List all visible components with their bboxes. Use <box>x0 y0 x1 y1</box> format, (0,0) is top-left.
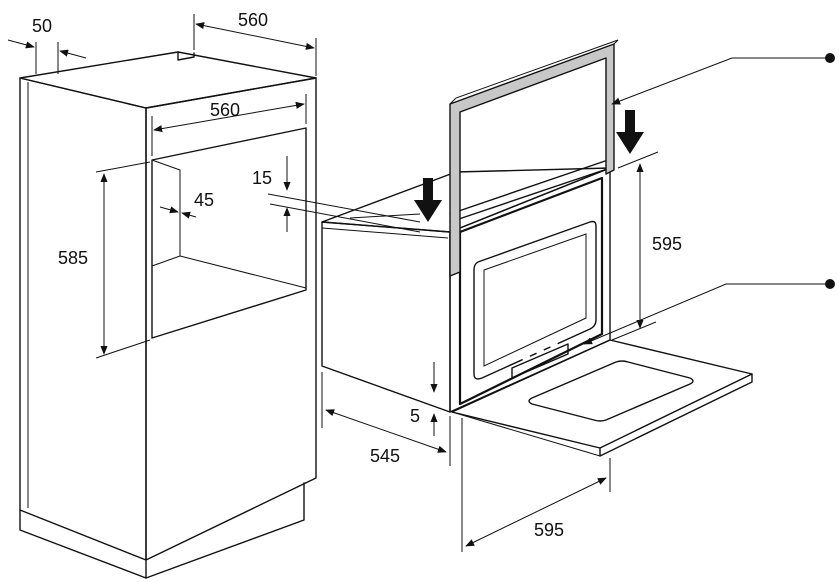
dim-top-gap: 15 <box>252 168 272 188</box>
dim-niche-height: 585 <box>58 248 88 268</box>
insertion-arrows <box>414 110 644 222</box>
dim-oven-front-height: 595 <box>652 234 682 254</box>
dimension-labels: 50 560 560 585 45 15 595 545 5 595 <box>32 10 682 540</box>
callout-dot-top <box>825 53 835 63</box>
oven-dimensions <box>267 151 659 552</box>
dim-oven-front-width: 595 <box>534 520 564 540</box>
trim-frame <box>449 39 619 277</box>
cabinet-dimensions <box>7 14 317 359</box>
kitchen-cabinet <box>19 51 317 579</box>
callout-dot-bottom <box>825 279 835 289</box>
callouts <box>583 53 835 345</box>
dim-oven-depth: 545 <box>370 446 400 466</box>
dim-bottom-gap: 5 <box>410 406 420 426</box>
oven <box>321 159 753 457</box>
dim-niche-width: 560 <box>210 100 240 120</box>
dim-niche-side-recess: 45 <box>194 190 214 210</box>
dim-cabinet-depth: 560 <box>238 10 268 30</box>
dim-cabinet-side-gap: 50 <box>32 16 52 36</box>
